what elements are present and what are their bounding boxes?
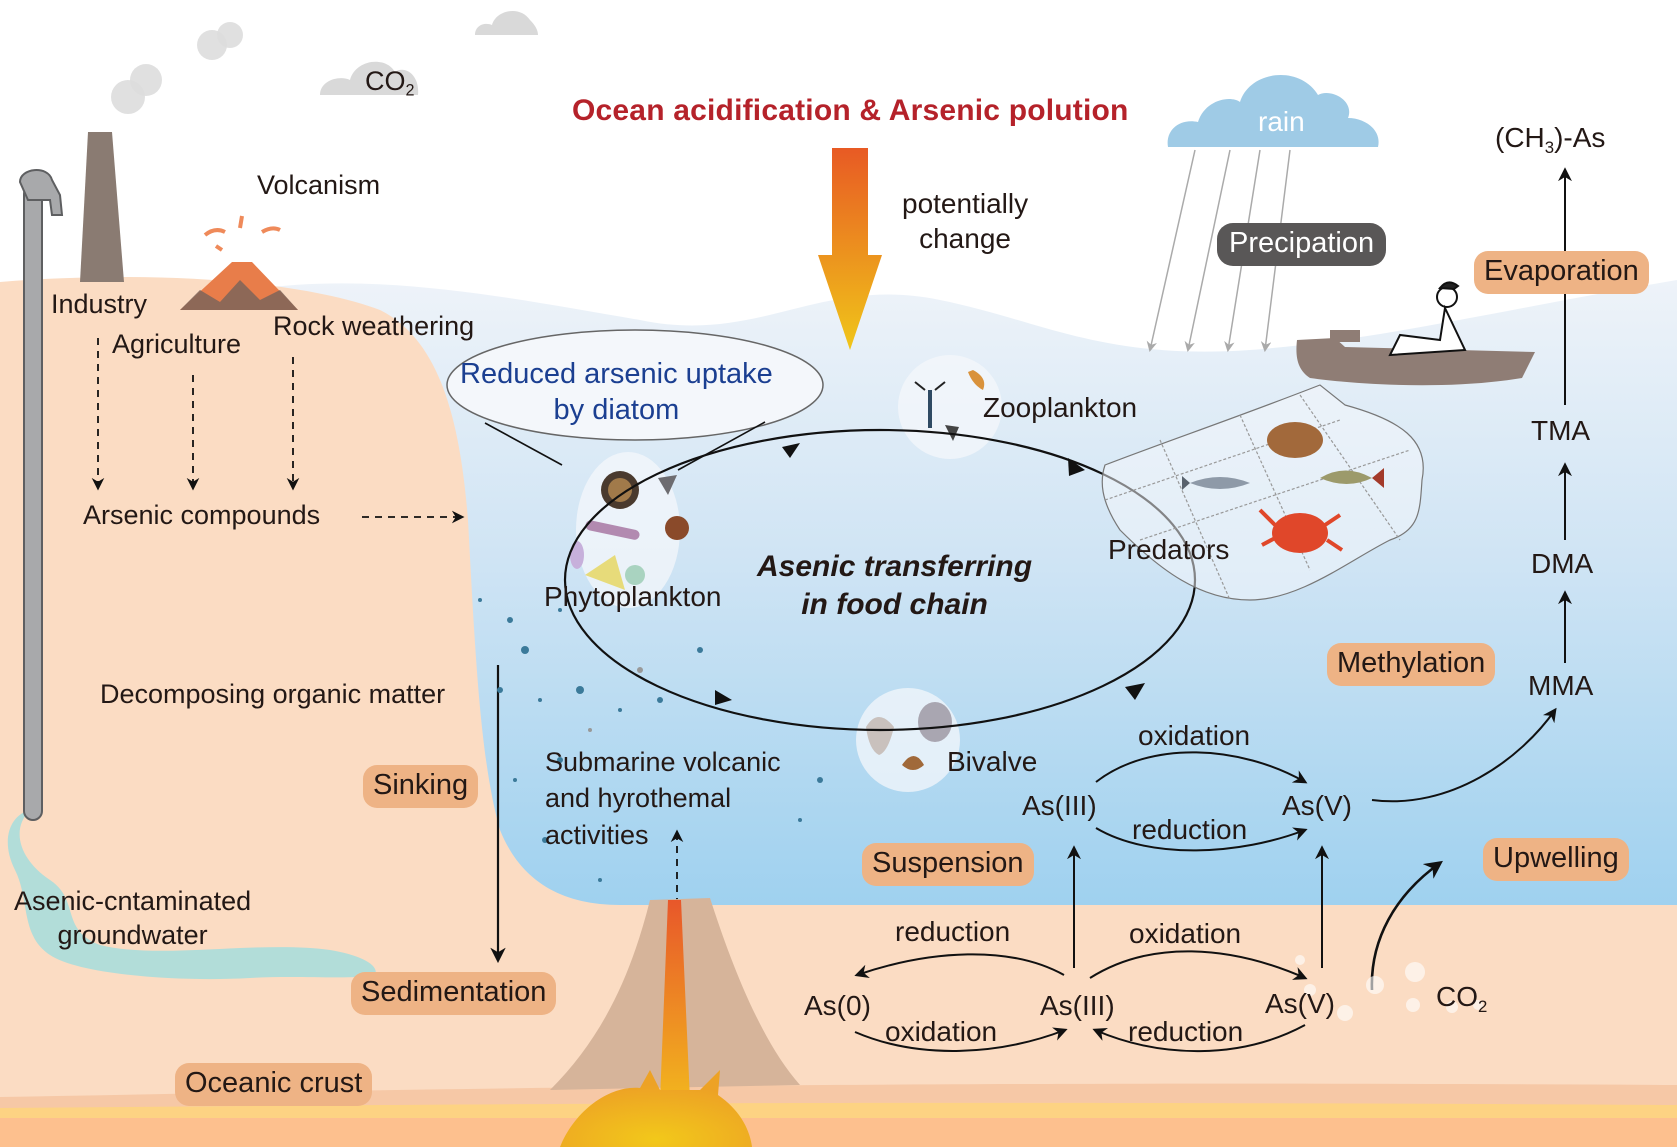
food-chain-title: Asenic transferring in food chain (757, 548, 1032, 623)
phytoplankton-label: Phytoplankton (544, 581, 722, 612)
callout-pointer-right (677, 421, 766, 471)
water-oxidation-label: oxidation (1138, 720, 1251, 751)
sediment-co2-label: CO2 (1436, 981, 1488, 1016)
impact-arrow-icon (818, 148, 882, 350)
suspension-badge: Suspension (862, 843, 1034, 886)
land-mass (0, 277, 1677, 1147)
sediment-oxidation-left-label: oxidation (885, 1016, 998, 1047)
mma-label: MMA (1528, 670, 1594, 701)
faucet-icon (18, 169, 64, 821)
fishing-boat-icon (1296, 330, 1535, 386)
groundwater-label-line-2: groundwater (57, 919, 208, 950)
fishing-net-icon (1101, 384, 1424, 601)
upwelling-badge: Upwelling (1483, 838, 1629, 881)
volcano-icon (180, 215, 298, 310)
sediment-as5-label: As(V) (1265, 988, 1335, 1019)
submarine-label-line-2: and hyrothemal (545, 783, 732, 814)
sediment-as0-label: As(0) (804, 990, 871, 1021)
phytoplankton-icon (570, 471, 689, 590)
effect-label-line-1: potentially (902, 188, 1029, 219)
zooplankton-icon (914, 370, 985, 441)
diatom-callout-line-1: Reduced arsenic uptake (460, 358, 773, 390)
arsenic-compounds-label: Arsenic compounds (83, 500, 321, 530)
volcanism-label: Volcanism (257, 170, 381, 200)
fisherman-icon (1388, 281, 1467, 357)
diagram-title: Ocean acidification & Arsenic polution (572, 94, 1129, 127)
evaporation-badge: Evaporation (1474, 251, 1649, 294)
water-speciation-arrows (1067, 707, 1557, 991)
co2-cloud-icon (320, 61, 419, 95)
sediment-reduction-right-label: reduction (1128, 1016, 1244, 1047)
sedimentation-badge: Sedimentation (351, 972, 557, 1015)
groundwater-label-line-1: Asenic-cntaminated (14, 886, 252, 916)
sediment-speciation-arrows (854, 950, 1308, 1053)
food-chain-arrowheads (715, 443, 1145, 705)
methylated-arsenic-label: (CH3)-As (1495, 122, 1606, 157)
diatom-callout-line-2: by diatom (553, 394, 680, 427)
precipitation-badge: Precipation (1217, 223, 1387, 266)
factory-chimney-icon (80, 22, 243, 282)
tma-label: TMA (1531, 415, 1591, 446)
bivalve-icon (866, 702, 952, 770)
submarine-label-line-1: Submarine volcanic (545, 747, 781, 777)
diatom-callout-text: Reduced arsenic uptake by diatom (460, 356, 773, 429)
bivalve-label: Bivalve (947, 746, 1038, 777)
mantle (0, 1118, 1677, 1147)
water-as3-label: As(III) (1022, 790, 1097, 821)
sinking-badge: Sinking (363, 765, 479, 808)
effect-label: potentially change (902, 186, 1028, 256)
decomposing-organic-matter-label: Decomposing organic matter (100, 679, 446, 709)
food-chain-title-line-1: Asenic transferring (757, 550, 1033, 583)
sediment-reduction-left-label: reduction (895, 916, 1011, 947)
diatom-callout-bubble (446, 329, 824, 441)
methylation-badge: Methylation (1327, 643, 1496, 686)
predator-fish-icons (1182, 422, 1384, 553)
food-chain-title-line-2: in food chain (801, 587, 988, 621)
dma-label: DMA (1531, 548, 1594, 579)
groundwater-label: Asenic-cntaminated groundwater (14, 885, 251, 953)
rain-cloud-icon (1167, 75, 1379, 147)
source-rock-weathering-label: Rock weathering (273, 311, 475, 341)
submarine-label-line-3: activities (545, 819, 649, 850)
co2-bubbles (1295, 955, 1483, 1021)
water-as5-label: As(V) (1282, 790, 1352, 821)
submarine-activities-label: Submarine volcanic and hyrothemal activi… (545, 744, 781, 853)
submarine-volcano-icon (550, 898, 800, 1147)
effect-label-line-2: change (919, 223, 1011, 254)
sediment-oxidation-right-label: oxidation (1129, 918, 1242, 949)
callout-pointer-left (484, 422, 563, 466)
co2-atmosphere-label: CO2 (365, 66, 415, 100)
source-agriculture-label: Agriculture (112, 329, 242, 359)
water-reduction-label: reduction (1132, 814, 1248, 845)
oceanic-crust-badge: Oceanic crust (175, 1063, 373, 1106)
small-cloud-icon (475, 10, 538, 36)
sediment-as3-label: As(III) (1040, 990, 1115, 1021)
predators-label: Predators (1108, 534, 1230, 565)
zooplankton-label: Zooplankton (983, 392, 1138, 423)
source-industry-label: Industry (51, 289, 148, 319)
groundwater-pool (7, 810, 376, 980)
rain-label: rain (1258, 106, 1305, 137)
source-arrows (91, 338, 684, 905)
particles (478, 598, 823, 882)
